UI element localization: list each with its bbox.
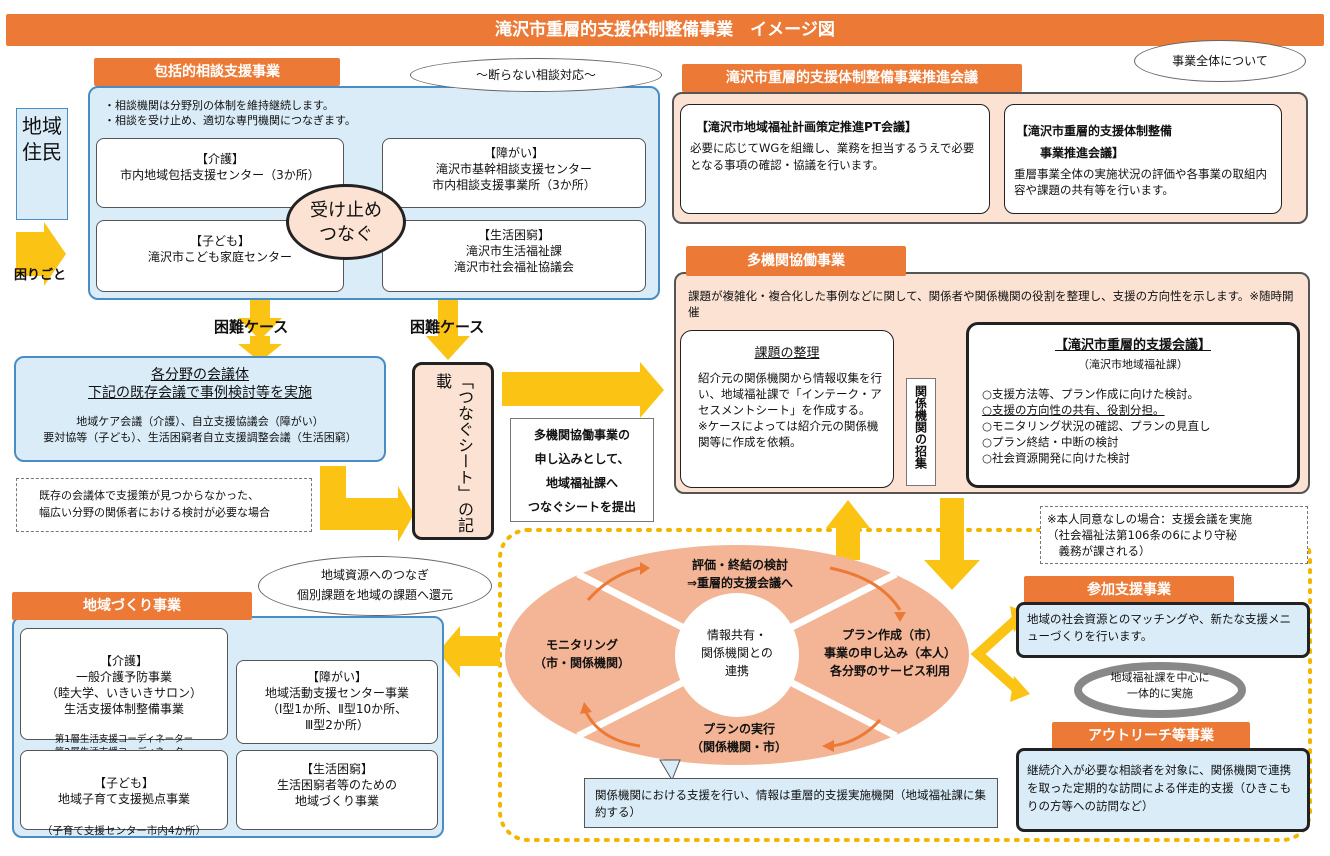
pt-meeting-title: 【滝沢市地域福祉計画策定推進PT会議】: [696, 120, 917, 134]
pt-meeting-box: [680, 104, 990, 214]
cycle-eval: 評価・終結の検討 ⇒重層的支援会議へ: [686, 558, 794, 590]
conference-box: [966, 322, 1300, 488]
bottom-note: 関係機関における支援を行い、情報は重層的支援実施機関（地域福祉課に集約する）: [584, 778, 998, 828]
consult-poverty-box: 【生活困窮】 滝沢市生活福祉課 滝沢市社会福祉協議会: [382, 220, 646, 292]
cycle-arrowhead-1: [640, 562, 650, 575]
center-welfare-label: 地域福祉課を中心に 一体的に実施: [1110, 671, 1210, 700]
circular-arrow: [1074, 662, 1246, 718]
tsunagi-sheet-label: 「つなぐシート」の記載: [433, 373, 474, 533]
meetings-title-2: 下記の既存会議で事例検討等を実施: [88, 385, 312, 401]
convene-box: 関係機関の招集: [906, 378, 936, 486]
cycle-arrow-4: [584, 711, 641, 748]
pt-meeting-body: 必要に応じてWGを組織し、業務を担当するうえで必要となる事項の確認・協議を行いま…: [690, 141, 975, 172]
residents-box: 地域 住民: [16, 108, 68, 220]
difficult-case-label-1: 困難ケース: [214, 318, 289, 336]
no-consent-note: ※本人同意なしの場合：支援会議を実施 （社会福祉法第106条の6により守秘 義務…: [1040, 506, 1308, 564]
community-care-box: 【介護】 一般介護予防事業 （睦大学、いきいきサロン） 生活支援体制整備事業 第…: [20, 628, 228, 758]
double-arrow-head-down: [1010, 676, 1030, 702]
page-title: 滝沢市重層的支援体制整備事業 イメージ図: [6, 14, 1324, 46]
cycle-to-multi-arrow: [826, 500, 870, 560]
submit-note: 多機関協働事業の 申し込みとして、 地域福祉課へ つなぐシートを提出: [510, 418, 654, 522]
participation-body: 地域の社会資源とのマッチングや、新たな支援メニューづくりを行います。: [1016, 602, 1310, 658]
meetings-box: [14, 356, 386, 462]
conference-item-3: ○モニタリング状況の確認、プランの見直し: [982, 419, 1211, 433]
consult-desc: ・相談機関は分野別の体制を維持継続します。 ・相談を受け止め、適切な専門機関につ…: [104, 99, 356, 127]
difficult-case-label-2: 困難ケース: [410, 318, 485, 336]
cycle-center-circle: [675, 593, 799, 717]
conference-title: 【滝沢市重層的支援会議】: [1054, 338, 1211, 353]
cycle-plan: プラン作成（市） 事業の申し込み（本人） 各分野のサービス利用: [823, 628, 956, 678]
cycle-arrowhead-3: [822, 740, 834, 752]
outreach-body: 継続介入が必要な相談者を対象に、関係機関で連携を取った定期的な訪問による伴走的支…: [1016, 748, 1310, 832]
cycle-to-community-arrow: [438, 626, 500, 678]
dashed-note: 既存の会議体で支援策が見つからなかった、 幅広い分野の関係者における検討が必要な…: [16, 478, 312, 532]
meetings-body: 地域ケア会議（介護）、自立支援協議会（障がい） 要対協等（子ども）、生活困窮者自…: [43, 415, 357, 444]
multi-header: 多機関協働事業: [686, 246, 906, 276]
cycle-arrow-2: [829, 566, 902, 611]
troubles-label: 困りごと: [14, 268, 67, 283]
community-care-text: 【介護】 一般介護予防事業 （睦大学、いきいきサロン） 生活支援体制整備事業: [45, 654, 202, 716]
cycle-monitoring: モニタリング （市・関係機関）: [533, 638, 630, 670]
main-meeting-box: [1004, 104, 1282, 214]
difficult-arrow-1: [238, 298, 282, 340]
community-header: 地域づくり事業: [12, 592, 252, 620]
cycle-arrow-1: [586, 566, 641, 601]
promotion-header: 滝沢市重層的支援体制整備事業推進会議: [682, 64, 1022, 92]
promotion-cloud: 事業全体について: [1134, 40, 1306, 82]
conference-item-1: ○支援方法等、プラン作成に向けた検討。: [982, 387, 1200, 401]
double-arrow-body: [970, 614, 1022, 694]
conference-item-4: ○プラン終結・中断の検討: [982, 435, 1119, 449]
community-child-box: 【子ども】 地域子育て支援拠点事業 （子育て支援センター市内4か所）: [20, 750, 228, 837]
outreach-header: アウトリーチ等事業: [1052, 722, 1250, 750]
conference-sub: （滝沢市地域福祉課）: [1078, 358, 1188, 371]
issue-body: 紹介元の関係機関から情報収集を行い、地域福祉課で「インテーク・アセスメントシート…: [698, 371, 882, 449]
conference-item-5: ○社会資源開発に向けた検討: [982, 451, 1131, 465]
conference-item-2: ○支援の方向性の共有、役割分担。: [982, 403, 1165, 417]
receive-connect-oval: 受け止め つなぐ: [286, 184, 406, 260]
community-cloud: 地域資源へのつなぎ 個別課題を地域の課題へ還元: [258, 556, 492, 616]
community-poverty-box: 【生活困窮】 生活困窮者等のための 地域づくり事業: [236, 750, 438, 830]
cycle-center: 情報共有・ 関係機関との 連携: [701, 628, 773, 678]
difficult-arrow-2: [426, 298, 470, 360]
community-disability-box: 【障がい】 地域活動支援センター事業 （Ⅰ型1か所、Ⅱ型10か所、 Ⅲ型2か所）: [236, 660, 438, 744]
cycle-arrow-3: [831, 718, 882, 748]
sheet-to-multi-arrow: [502, 362, 664, 418]
tsunagi-sheet-box: 「つなぐシート」の記載: [412, 362, 494, 540]
meetings-title-1: 各分野の会議体: [151, 367, 249, 383]
difficult-arrow-1b: [238, 336, 282, 362]
convene-label: 関係機関の招集: [913, 385, 928, 469]
cycle-arrowhead-4: [580, 702, 592, 714]
participation-header: 参加支援事業: [1024, 576, 1234, 604]
community-child-small: （子育て支援センター市内4か所）: [41, 825, 207, 837]
consult-cloud: ～断らない相談対応～: [410, 58, 662, 92]
meetings-to-sheet-arrow: [320, 466, 414, 542]
cycle-arrowhead-2: [894, 612, 906, 622]
main-meeting-body: 重層事業全体の実施状況の評価や各事業の取組内容や課題の共有等を行います。: [1014, 167, 1267, 197]
troubles-arrow: [16, 222, 66, 286]
multi-to-cycle-arrow: [924, 498, 980, 590]
consult-disability-box: 【障がい】 滝沢市基幹相談支援センター 市内相談支援事業所（3か所）: [382, 138, 646, 208]
dotted-region-border: [498, 528, 1312, 842]
main-meeting-title: 【滝沢市重層的支援体制整備 事業推進会議】: [1016, 124, 1173, 160]
bottom-note-pointer: [659, 759, 681, 782]
cycle-exec: プランの実行 （関係機関・市）: [690, 722, 787, 754]
issue-box: [680, 330, 894, 488]
consult-header: 包括的相談支援事業: [94, 58, 340, 86]
community-child-text: 【子ども】 地域子育て支援拠点事業: [57, 776, 190, 806]
multi-desc: 課題が複雑化・複合化した事例などに関して、関係者や関係機関の役割を整理し、支援の…: [688, 289, 1294, 319]
issue-title: 課題の整理: [754, 346, 820, 361]
